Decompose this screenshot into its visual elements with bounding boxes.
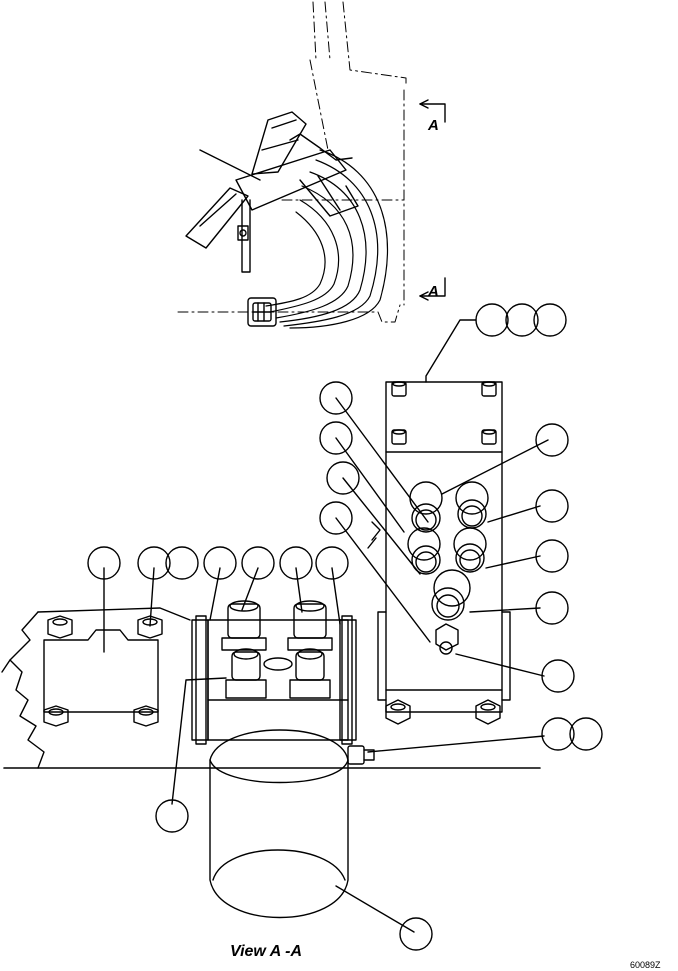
callout-balloon [505, 303, 539, 337]
callout-balloon [319, 421, 353, 455]
callout-balloon [399, 917, 433, 951]
view-a-a [1, 381, 541, 919]
callout-balloon [137, 546, 171, 580]
callout-balloon [241, 546, 275, 580]
callout-balloon [326, 461, 360, 495]
callout-balloon [315, 546, 349, 580]
callout-balloon [87, 546, 121, 580]
callout-balloon [535, 591, 569, 625]
callout-balloon [535, 423, 569, 457]
callout-balloon [279, 546, 313, 580]
callout-balloon [155, 799, 189, 833]
callout-balloon [541, 717, 575, 751]
callout-balloon [319, 381, 353, 415]
callout-balloon [203, 546, 237, 580]
upper-block-bolts [385, 381, 501, 725]
callout-balloon [533, 303, 567, 337]
lower-block-fittings [221, 600, 333, 699]
view-caption: View A -A [230, 943, 302, 960]
drawing-code: 60089Z [630, 960, 661, 970]
left-plate-nuts [43, 615, 163, 727]
callout-balloon [165, 546, 199, 580]
section-mark-upper: A [427, 117, 439, 134]
upper-block-fittings [407, 481, 489, 655]
callout-balloon [319, 501, 353, 535]
top-detail [177, 1, 446, 329]
callout-balloon [569, 717, 603, 751]
callouts [87, 303, 603, 951]
callout-balloon [475, 303, 509, 337]
callout-balloon [535, 489, 569, 523]
section-mark-lower: A [427, 283, 439, 300]
callout-balloon [535, 539, 569, 573]
callout-balloon [541, 659, 575, 693]
